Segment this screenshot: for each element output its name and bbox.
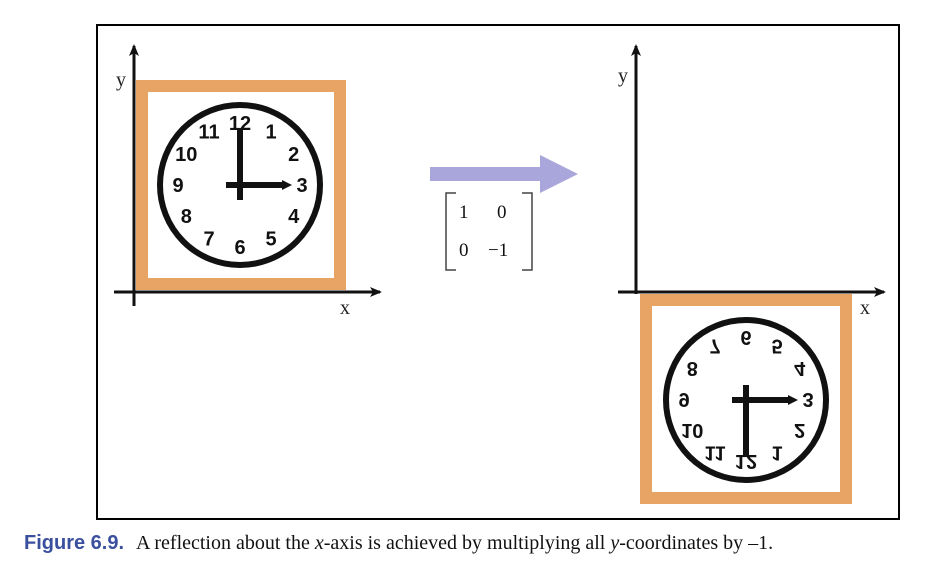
reflected-clock-numeral-4: 4 bbox=[794, 357, 806, 379]
original-clock-numeral-7: 7 bbox=[203, 229, 214, 251]
original-minute-hand-tip bbox=[282, 180, 292, 190]
reflected-clock-numeral-9: 9 bbox=[678, 388, 689, 410]
original-clock-numeral-9: 9 bbox=[172, 175, 183, 197]
original-clock-numeral-5: 5 bbox=[265, 229, 276, 251]
transform-group: 1 0 0 −1 bbox=[430, 155, 578, 271]
original-clock-numeral-3: 3 bbox=[296, 175, 307, 197]
original-clock-numeral-10: 10 bbox=[175, 144, 197, 166]
reflected-minute-hand bbox=[732, 397, 788, 403]
reflected-clock-numeral-12: 12 bbox=[735, 450, 757, 472]
reflected-clock-numeral-11: 11 bbox=[704, 442, 725, 464]
reflected-clock-numeral-10: 10 bbox=[681, 419, 703, 441]
transform-matrix: 1 0 0 −1 bbox=[445, 192, 533, 271]
transform-arrow bbox=[430, 155, 578, 193]
matrix-cell-b: 0 bbox=[497, 202, 507, 223]
caption-label: Figure 6.9. bbox=[24, 532, 125, 554]
original-clock-numeral-2: 2 bbox=[288, 144, 299, 166]
reflected-clock-numeral-2: 2 bbox=[794, 419, 805, 441]
caption-y-italic: y bbox=[610, 532, 620, 554]
reflected-clock-numeral-6: 6 bbox=[740, 326, 751, 348]
original-minute-hand bbox=[226, 182, 282, 188]
matrix-cell-d: −1 bbox=[488, 240, 508, 261]
reflected-clock-numeral-7: 7 bbox=[709, 334, 720, 356]
original-clock-numeral-11: 11 bbox=[198, 121, 219, 143]
original-hour-hand bbox=[237, 128, 243, 200]
caption-text: A reflection about the x-axis is achieve… bbox=[136, 532, 773, 554]
matrix-right-bracket bbox=[522, 192, 533, 271]
caption-text-part: -axis is achieved by multiplying all bbox=[323, 532, 611, 554]
matrix-left-bracket bbox=[445, 192, 456, 271]
reflected-x-label: x bbox=[860, 297, 870, 319]
original-clock-numeral-12: 12 bbox=[229, 113, 251, 135]
reflected-hour-hand bbox=[743, 385, 749, 457]
original-clock-numeral-1: 1 bbox=[265, 121, 276, 143]
caption-x-italic: x bbox=[314, 532, 324, 554]
reflected-clock-numeral-5: 5 bbox=[771, 334, 782, 356]
reflected-clock-numeral-8: 8 bbox=[687, 357, 698, 379]
original-clock-numeral-6: 6 bbox=[234, 237, 245, 259]
reflected-clock-numeral-1: 1 bbox=[771, 442, 782, 464]
original-clock-numeral-8: 8 bbox=[181, 206, 192, 228]
caption-text-part: -coordinates by –1. bbox=[619, 532, 774, 554]
original-x-label: x bbox=[340, 297, 350, 319]
reflected-clock-numeral-3: 3 bbox=[802, 388, 813, 410]
reflected-minute-hand-tip bbox=[788, 395, 798, 405]
matrix-cell-a: 1 bbox=[459, 202, 469, 223]
matrix-cell-c: 0 bbox=[459, 240, 469, 261]
original-y-label: y bbox=[116, 69, 126, 91]
figure-caption: Figure 6.9. A reflection about the x-axis… bbox=[24, 532, 934, 555]
caption-text-part: A reflection about the bbox=[136, 532, 315, 554]
original-clock-numeral-4: 4 bbox=[288, 206, 300, 228]
reflected-y-label: y bbox=[618, 65, 628, 87]
